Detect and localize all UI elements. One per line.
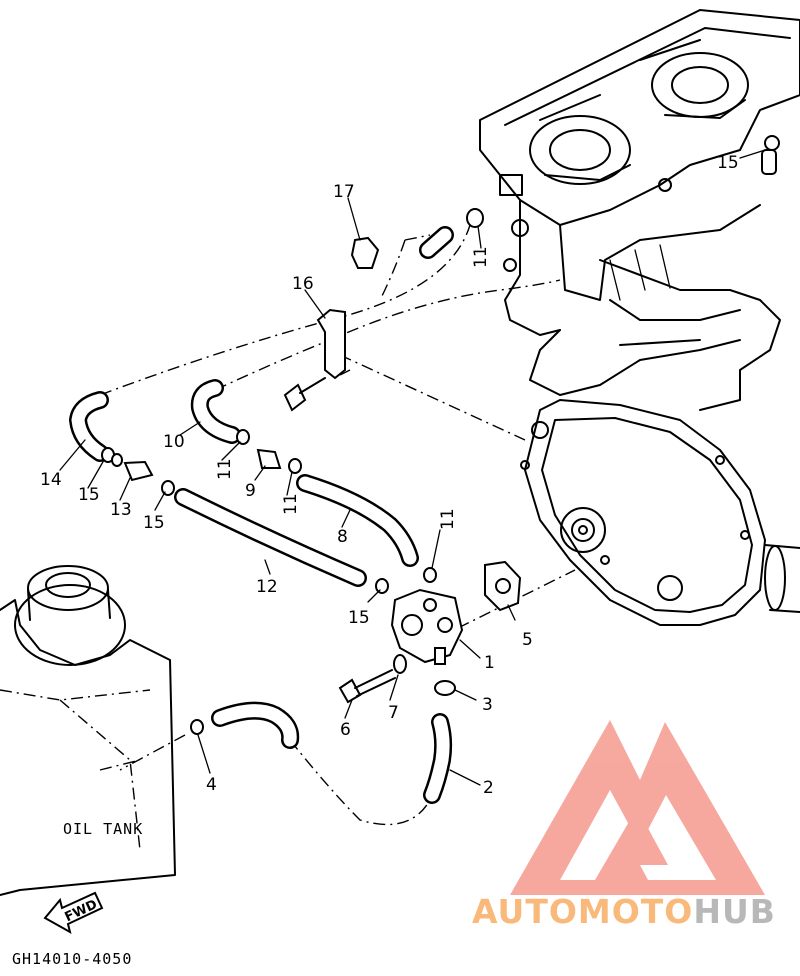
callout-11-mid-left: 11 [215,458,235,480]
watermark-logo [510,720,765,895]
logo-triangle-outer [510,720,765,895]
callout-10: 10 [163,432,185,452]
engine-block [479,9,800,411]
watermark-hub: HUB [693,892,776,931]
logo-g-shape [595,808,668,880]
callout-15-top-right: 15 [717,153,739,173]
callout-11-mid-right: 11 [281,493,301,515]
small-parts [101,208,522,735]
watermark-moto: MOTO [577,892,694,931]
callout-4: 4 [206,775,217,795]
logo-triangle-inner [560,790,716,880]
oil-tank-label: OIL TANK [63,820,143,838]
callout-15-pump: 15 [348,608,370,628]
callout-9: 9 [245,481,256,501]
drawing-code: GH14010-4050 [12,950,132,968]
callout-12: 12 [256,577,278,597]
callout-6: 6 [340,720,351,740]
crankcase-cover [520,399,800,626]
callout-5: 5 [522,630,533,650]
oil-tank: OIL TANK [0,565,176,896]
callout-14: 14 [40,470,62,490]
callout-15-left: 15 [78,485,100,505]
callout-17: 17 [333,182,355,202]
hoses [69,226,454,804]
callout-15-mid: 15 [143,513,165,533]
watermark-text: AUTOMOTOHUB [472,892,776,931]
callout-11-pump: 11 [438,508,458,530]
callout-1: 1 [484,653,495,673]
callout-16: 16 [292,274,314,294]
callout-13: 13 [110,500,132,520]
callout-7: 7 [388,703,399,723]
leader-lines [59,149,766,786]
callout-11-top: 11 [471,246,491,268]
callout-8: 8 [337,527,348,547]
watermark-auto: AUTO [472,892,578,931]
callout-3: 3 [482,695,493,715]
callout-numbers: 17 16 15 11 10 11 9 11 14 15 13 15 8 11 … [40,153,739,798]
fwd-arrow: FWD [43,891,104,935]
callout-2: 2 [483,778,494,798]
